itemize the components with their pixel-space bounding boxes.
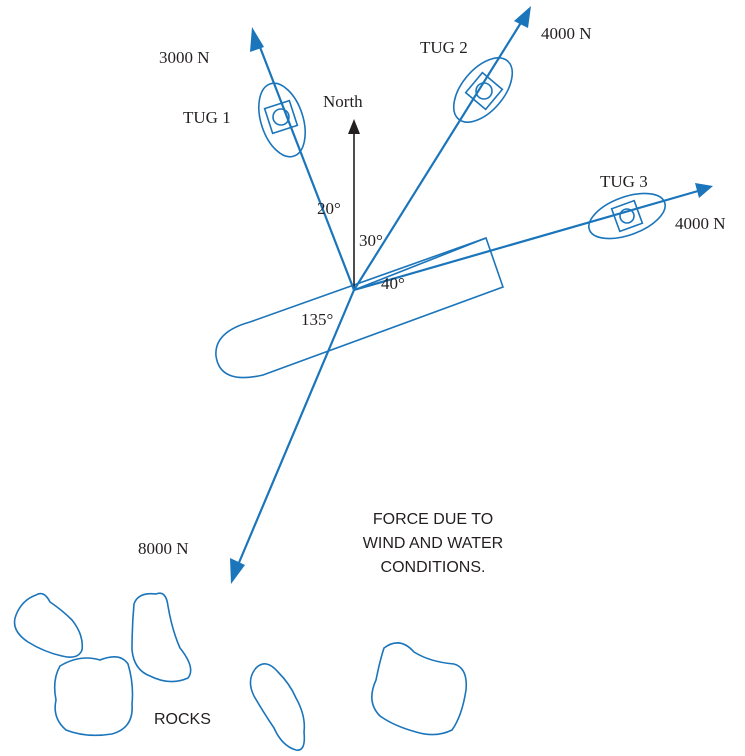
tug-3-force-line <box>353 189 699 292</box>
rocks-label: ROCKS <box>154 711 211 728</box>
angle-wind-water: 135° <box>301 310 333 329</box>
rock-5 <box>371 642 468 736</box>
wind-water-caption-line-2: WIND AND WATER <box>363 535 503 552</box>
tug-2-force-line <box>353 20 523 291</box>
tug-3-arrowhead <box>695 183 713 198</box>
angle-tug-2: 30° <box>359 231 383 250</box>
tug-2-boat <box>452 57 514 123</box>
tug-1-label: TUG 1 <box>183 108 231 127</box>
wind-water-arrowhead <box>230 558 245 584</box>
tug-2-arrowhead <box>514 6 531 28</box>
tug-2-label: TUG 2 <box>420 38 468 57</box>
wind-water-caption-line-1: FORCE DUE TO <box>373 511 493 528</box>
tug-1-force-line <box>256 41 356 291</box>
rock-2 <box>131 592 192 683</box>
ship-stern-line <box>353 237 487 291</box>
tug-3-boat <box>588 192 666 240</box>
angle-tug-1: 20° <box>317 199 341 218</box>
north-label: North <box>323 92 363 111</box>
tug-1-boat <box>258 82 306 158</box>
angle-tug-3: 40° <box>381 274 405 293</box>
tug-1-force-label: 3000 N <box>159 48 210 67</box>
wind-water-force-line <box>236 289 356 566</box>
rock-1 <box>13 592 84 658</box>
rock-4 <box>249 663 306 751</box>
rock-3 <box>53 656 134 737</box>
wind-water-caption-line-3: CONDITIONS. <box>381 559 486 576</box>
tug-3-force-label: 4000 N <box>675 214 726 233</box>
wind-water-force-label: 8000 N <box>138 539 189 558</box>
tug-2-force-label: 4000 N <box>541 24 592 43</box>
tug-3-label: TUG 3 <box>600 172 648 191</box>
ship-hull <box>215 236 505 379</box>
north-arrowhead <box>348 119 360 134</box>
tug-1-arrowhead <box>250 27 264 52</box>
